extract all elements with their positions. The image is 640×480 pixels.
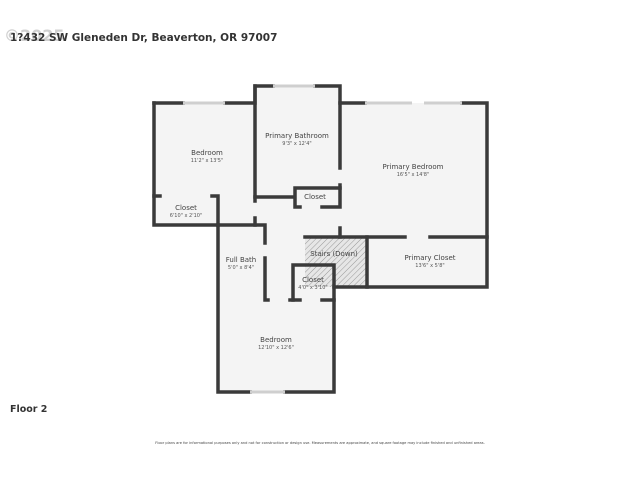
room-name: Stairs (Down)	[310, 250, 358, 258]
walls	[152, 84, 489, 394]
room-name: Full Bath	[226, 256, 256, 264]
room-name: Closet	[304, 193, 326, 201]
room-name: Primary Bedroom	[383, 163, 444, 171]
disclaimer: Floor plans are for informational purpos…	[155, 441, 485, 445]
room-dims: 9'3" x 12'4"	[282, 141, 311, 147]
room-dims: 13'6" x 5'8"	[415, 263, 444, 269]
room-name: Bedroom	[260, 336, 292, 344]
room-name: Closet	[175, 204, 197, 212]
room-dims: 11'2" x 13'5"	[191, 158, 224, 164]
room-name: Closet	[302, 276, 324, 284]
watermark: ©2025	[4, 26, 65, 45]
room-name: Primary Bathroom	[265, 132, 329, 140]
windows	[183, 84, 462, 394]
room-dims: 16'5" x 14'8"	[397, 172, 430, 178]
floor-label: Floor 2	[10, 404, 48, 415]
room-name: Bedroom	[191, 149, 223, 157]
room-dims: 12'10" x 12'6"	[258, 345, 294, 351]
address-title: 1?432 SW Gleneden Dr, Beaverton, OR 9700…	[10, 32, 278, 44]
room-dims: 6'10" x 2'10"	[170, 213, 203, 219]
room-name: Primary Closet	[404, 254, 455, 262]
room-dims: 5'0" x 8'4"	[228, 265, 254, 271]
room-dims: 4'0" x 3'10"	[298, 285, 327, 291]
room-labels: Bedroom 11'2" x 13'5" Primary Bathroom 9…	[170, 132, 456, 351]
stairs-hatch	[305, 237, 367, 287]
